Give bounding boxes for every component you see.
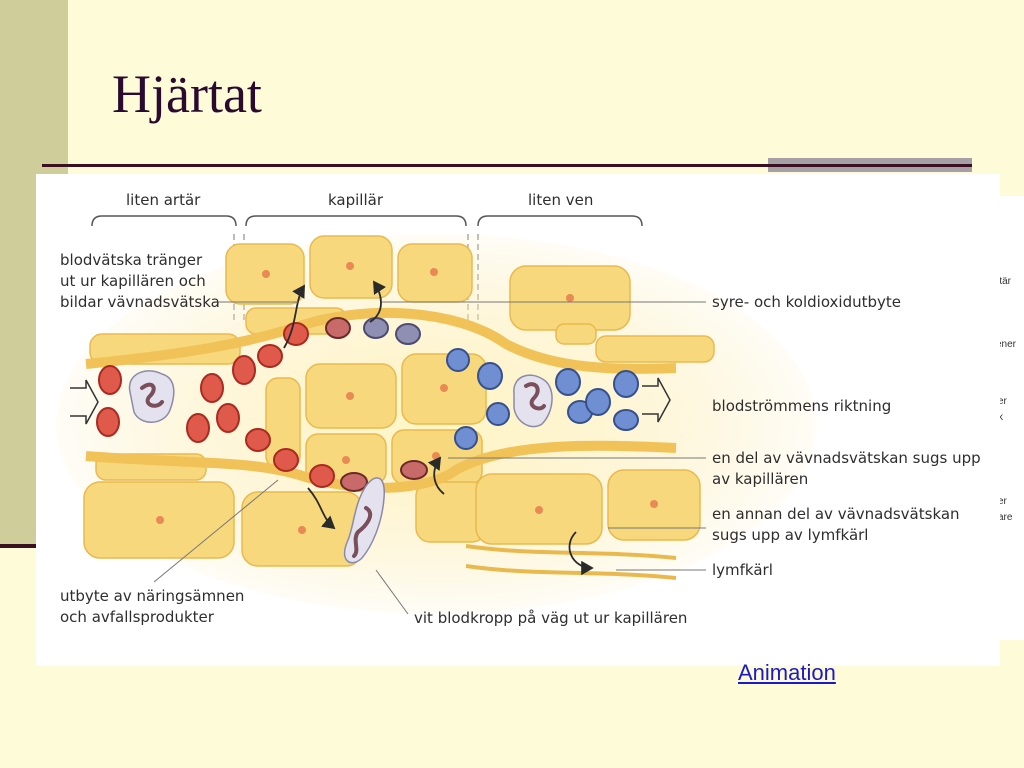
label-nutrients-line2: och avfallsprodukter <box>60 608 214 626</box>
label-gas-exchange: syre- och koldioxidutbyte <box>712 293 902 311</box>
label-lymph-line1: en annan del av vävnadsvätskan <box>712 505 960 523</box>
capillary-diagram: liten artär kapillär liten ven blodvätsk… <box>36 174 1000 666</box>
label-reabsorb-line2: av kapillären <box>712 470 809 488</box>
background-fragment: ener <box>996 339 1017 350</box>
label-white-cell: vit blodkropp på väg ut ur kapillären <box>414 609 688 627</box>
background-fragment: k <box>998 412 1003 423</box>
slide-title: Hjärtat <box>112 64 262 124</box>
background-fragment: are <box>998 512 1013 523</box>
label-reabsorb-line1: en del av vävnadsvätskan sugs upp <box>712 449 981 467</box>
background-fragment: rtär <box>996 276 1011 287</box>
label-plasma-line1: blodvätska tränger <box>60 251 203 269</box>
label-nutrients-line1: utbyte av näringsämnen <box>60 587 245 605</box>
header-capillary: kapillär <box>328 191 383 209</box>
diagram-illustration <box>56 215 816 615</box>
label-lymph-vessel: lymfkärl <box>712 561 773 579</box>
animation-link[interactable]: Animation <box>738 660 836 685</box>
left-band-divider <box>0 544 68 548</box>
background-fragment: er <box>998 396 1007 407</box>
label-plasma-line2: ut ur kapillären och <box>60 272 206 290</box>
label-flow-direction: blodströmmens riktning <box>712 397 892 415</box>
label-lymph-line2: sugs upp av lymfkärl <box>712 526 869 544</box>
header-small-artery: liten artär <box>126 191 201 209</box>
background-fragment: er <box>998 496 1007 507</box>
title-rule <box>42 164 972 167</box>
label-plasma-line3: bildar vävnadsvätska <box>60 293 220 311</box>
header-small-vein: liten ven <box>528 191 594 209</box>
